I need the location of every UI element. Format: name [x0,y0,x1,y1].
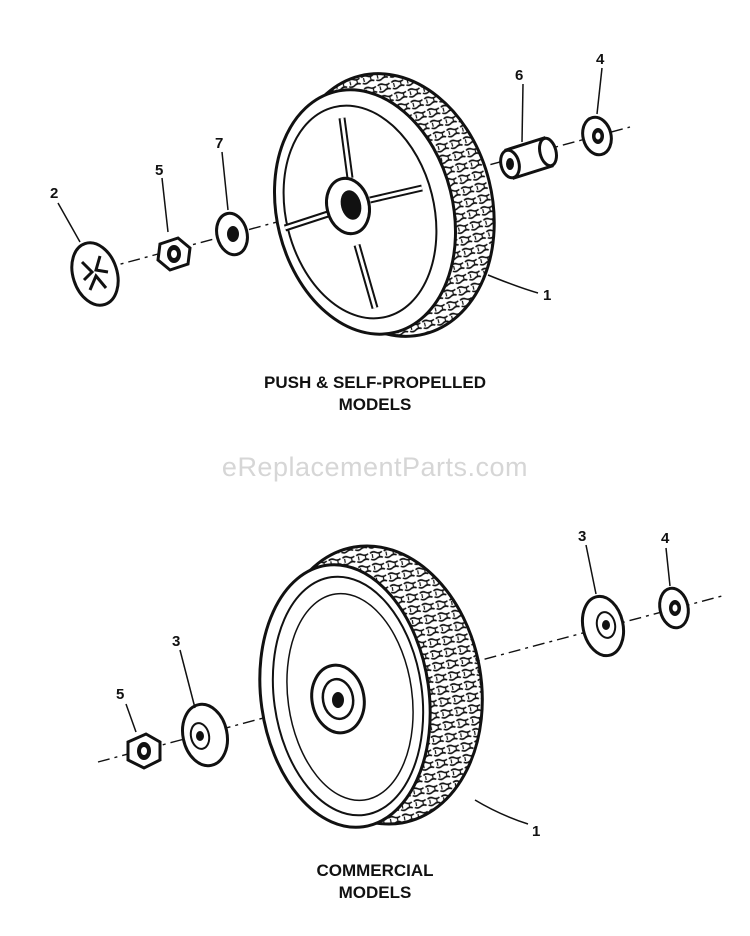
top-washer-4 [581,115,613,157]
top-washer-7 [215,211,249,257]
top-nut [156,236,192,272]
bottom-caption-line1: COMMERCIAL [316,861,434,880]
top-wheel [272,72,496,338]
callout-6: 6 [515,67,523,84]
bottom-wheel [258,544,484,829]
callout-2: 2 [50,185,58,202]
bottom-assembly: 5 3 3 4 1 [97,528,723,840]
callout-7: 7 [215,135,223,152]
callout-3-right: 3 [578,528,586,545]
bottom-washer-4 [658,586,690,630]
bottom-nut [126,732,162,770]
top-caption-line2: MODELS [338,395,412,414]
bottom-bearing-left [181,702,229,768]
bottom-caption-line2: MODELS [338,883,412,902]
top-bushing [499,136,558,180]
callout-4: 4 [596,51,605,68]
callout-1: 1 [543,287,551,304]
callout-5: 5 [116,686,124,703]
callout-1: 1 [532,823,540,840]
top-assembly-caption: PUSH & SELF-PROPELLED MODELS [0,372,750,416]
bottom-bearing-right [580,594,626,658]
callout-4: 4 [661,530,670,547]
watermark: eReplacementParts.com [221,452,529,482]
top-hub-cap [70,241,120,307]
bottom-assembly-caption: COMMERCIAL MODELS [0,860,750,904]
callout-5: 5 [155,162,163,179]
top-assembly: 2 5 7 6 4 1 [50,51,631,338]
top-caption-line1: PUSH & SELF-PROPELLED [264,373,486,392]
callout-3-left: 3 [172,633,180,650]
